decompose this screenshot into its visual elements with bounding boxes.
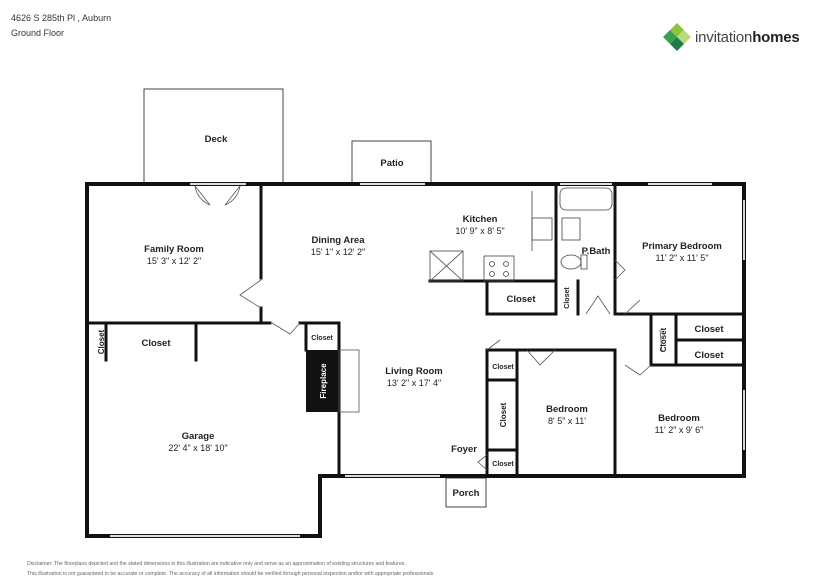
logo-wordmark: invitationhomes (695, 28, 800, 46)
p-bath-label: P.Bath (582, 246, 611, 257)
fireplace-block (306, 350, 339, 412)
closet-primary-1: Closet (694, 324, 724, 335)
bath-fixtures (559, 187, 613, 270)
closet-garage: Closet (141, 338, 171, 349)
deck-label: Deck (205, 134, 228, 145)
closet-primary-2: Closet (694, 350, 724, 361)
disclaimer-line-2: This illustration is not guaranteed to b… (27, 571, 435, 577)
window-lines (110, 183, 745, 537)
closet-hall: Closet (659, 327, 668, 352)
closet-fireplace: Closet (311, 335, 333, 342)
doors (194, 185, 663, 471)
bedroom-right-dims: 11' 2" x 9' 6" (655, 425, 704, 435)
foyer-label: Foyer (451, 444, 477, 455)
primary-bedroom-label: Primary Bedroom (642, 241, 722, 252)
garage-label: Garage (182, 431, 215, 442)
bedroom-mid-label: Bedroom (546, 404, 588, 415)
porch-label: Porch (453, 488, 480, 499)
logo-mark-icon (663, 23, 691, 51)
kitchen-label: Kitchen (463, 214, 498, 225)
property-address: 4626 S 285th Pl , Auburn (11, 13, 112, 23)
living-room-label: Living Room (385, 366, 443, 377)
openings (110, 183, 745, 537)
bedroom-mid-dims: 8' 5" x 11' (548, 416, 586, 426)
kitchen-dims: 10' 9" x 8' 5" (455, 226, 504, 236)
invitation-homes-logo: invitationhomes (662, 22, 800, 52)
dining-area-dims: 15' 1" x 12' 2" (311, 247, 365, 257)
exterior-walls (85, 182, 746, 538)
disclaimer-line-1: Disclaimer: The floorplans depicted and … (27, 561, 406, 567)
patio-label: Patio (380, 158, 403, 169)
dining-area-label: Dining Area (312, 235, 366, 246)
closet-bedroom-side: Closet (499, 402, 508, 427)
garage-dims: 22' 4" x 18' 10" (168, 443, 227, 453)
closet-bath: Closet (564, 287, 571, 309)
floor-label: Ground Floor (11, 28, 65, 38)
closet-foyer: Closet (492, 461, 514, 468)
primary-bedroom-dims: 11' 2" x 11' 5" (655, 253, 708, 263)
living-room-dims: 13' 2" x 17' 4" (387, 378, 441, 388)
family-room-dims: 15' 3" x 12' 2" (147, 256, 201, 266)
fireplace-hearth (338, 349, 360, 413)
kitchen-fixtures (429, 191, 553, 282)
fireplace-label: Fireplace (319, 363, 328, 399)
closet-garage-left: Closet (97, 329, 106, 354)
family-room-label: Family Room (144, 244, 204, 255)
bedroom-right-label: Bedroom (658, 413, 700, 424)
closet-kitchen: Closet (506, 294, 536, 305)
closet-bedroom-top: Closet (492, 364, 514, 371)
